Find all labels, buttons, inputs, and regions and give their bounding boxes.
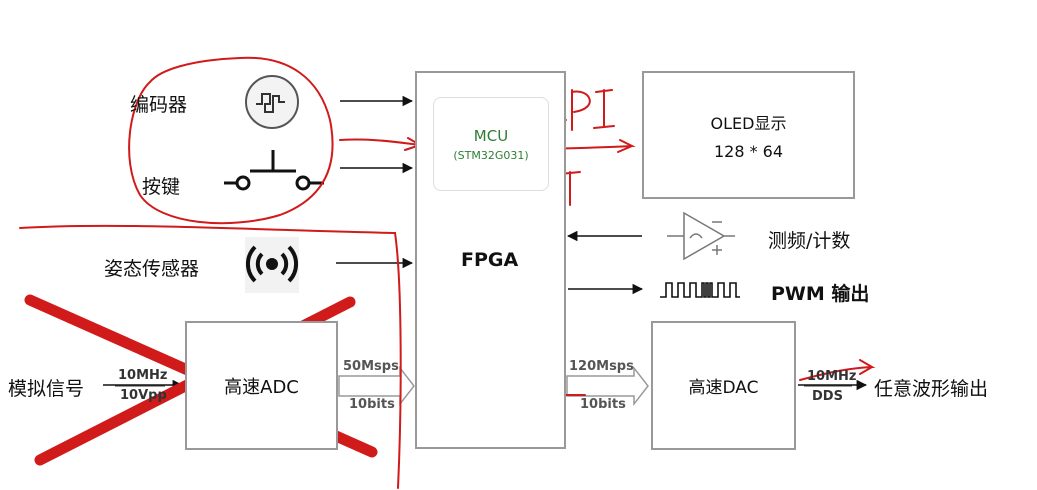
mcu-label: MCU bbox=[473, 126, 509, 145]
oled-title: OLED显示 bbox=[710, 113, 787, 133]
encoder-icon bbox=[245, 75, 299, 129]
dac-block: 高速DAC bbox=[651, 321, 796, 450]
dac-rate-label: 120Msps bbox=[569, 359, 634, 374]
adc-label: 高速ADC bbox=[224, 376, 299, 398]
oled-block: OLED显示 128 * 64 bbox=[642, 71, 855, 199]
pwm-label: PWM 输出 bbox=[771, 283, 870, 305]
dac-out-freq-label: 10MHz bbox=[807, 369, 857, 384]
dac-out-mode-label: DDS bbox=[812, 389, 843, 404]
spi-scribble-p bbox=[571, 89, 591, 131]
dac-bits-label: 10bits bbox=[580, 397, 626, 412]
oled-resolution: 128 * 64 bbox=[713, 141, 784, 161]
mcu-part-label: (STM32G031) bbox=[453, 148, 529, 162]
spi-scribble-i bbox=[593, 89, 615, 129]
sensor-icon bbox=[245, 237, 299, 293]
red-arrow-to-mcu bbox=[339, 137, 421, 151]
pwm-wave-icon bbox=[660, 282, 740, 298]
dac-label: 高速DAC bbox=[688, 378, 759, 398]
fpga-label: FPGA bbox=[461, 249, 519, 271]
red-arrow-output bbox=[799, 359, 876, 381]
attitude-sensor-label: 姿态传感器 bbox=[104, 258, 200, 280]
input-group-circle bbox=[128, 56, 334, 225]
analog-amp-label: 10Vpp bbox=[120, 388, 167, 403]
analog-freq-label: 10MHz bbox=[118, 368, 168, 383]
comparator-icon bbox=[667, 211, 735, 261]
adc-bits-label: 10bits bbox=[349, 397, 395, 412]
fpga-block: MCU (STM32G031) FPGA bbox=[415, 71, 566, 449]
analog-signal-label: 模拟信号 bbox=[8, 378, 85, 400]
push-button-icon bbox=[224, 150, 324, 191]
button-label: 按键 bbox=[142, 176, 181, 198]
measure-label: 测频/计数 bbox=[768, 230, 851, 252]
encoder-label: 编码器 bbox=[130, 94, 188, 116]
divider-line bbox=[19, 224, 402, 489]
waveform-output-label: 任意波形输出 bbox=[874, 378, 989, 400]
mcu-block: MCU (STM32G031) bbox=[433, 97, 549, 191]
adc-block: 高速ADC bbox=[185, 321, 338, 450]
adc-rate-label: 50Msps bbox=[343, 359, 399, 374]
